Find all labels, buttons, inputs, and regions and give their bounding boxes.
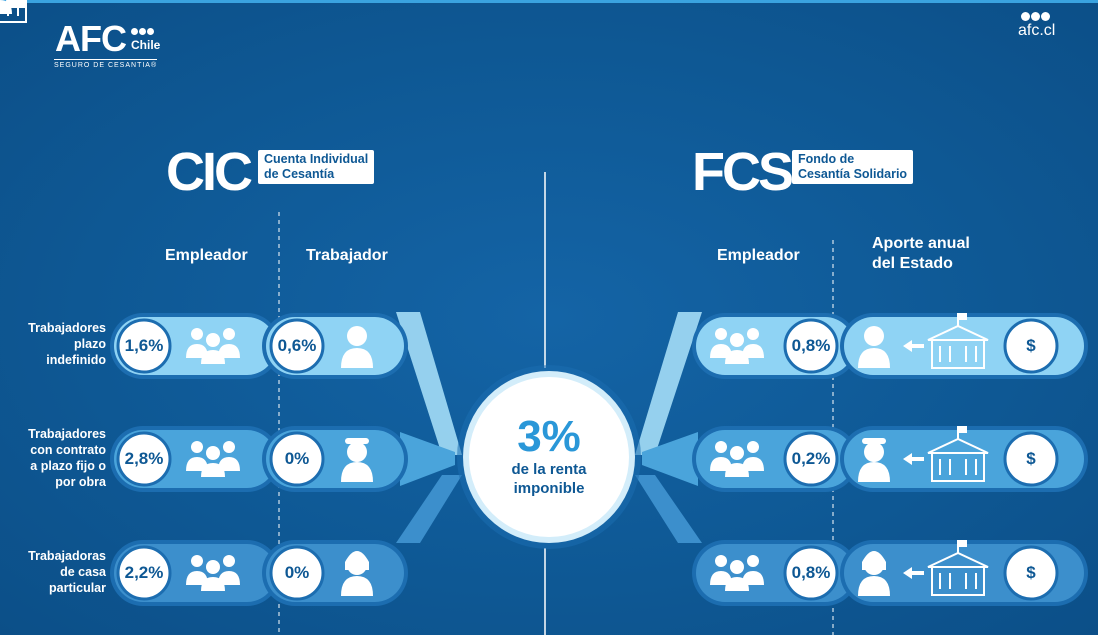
logo-dots-icon	[131, 22, 155, 40]
cic-name-line2: de Cesantía	[264, 167, 335, 181]
fcs-col-state: Aporte anual del Estado	[872, 234, 970, 274]
fcs-subtitle-tag: Fondo de Cesantía Solidario	[792, 150, 914, 184]
row-label-line: Trabajadores	[28, 427, 106, 441]
afc-logo: AFC	[55, 18, 127, 59]
site-url: afc.cl	[1018, 22, 1056, 39]
row-label-line: Trabajadores	[28, 321, 106, 335]
arrow-left-icon	[903, 340, 924, 579]
total-caption-line1: de la renta	[511, 461, 587, 478]
fcs-state-line1: Aporte anual	[872, 235, 970, 252]
row-label-line: de casa	[60, 565, 106, 579]
dollar-icon: $	[1026, 449, 1036, 468]
logo-country: Chile	[131, 38, 161, 52]
fcs-state-line2: del Estado	[872, 255, 953, 272]
cic-col-employer: Empleador	[165, 247, 248, 264]
cic-name-line1: Cuenta Individual	[264, 152, 369, 166]
government-building-icon	[0, 0, 27, 23]
row-label-line: indefinido	[46, 353, 106, 367]
dollar-icon: $	[1026, 336, 1036, 355]
row-label-line: Trabajadoras	[28, 549, 106, 563]
dollar-icon: $	[1026, 563, 1036, 582]
fcs-employer-value: 0,2%	[791, 449, 831, 468]
fcs-title: FCS	[692, 142, 794, 202]
row-label-casa-particular: Trabajadoras de casa particular	[0, 548, 106, 596]
cic-worker-value: 0,6%	[277, 336, 317, 355]
fcs-employer-value: 0,8%	[791, 336, 831, 355]
row-label-line: plazo	[74, 337, 106, 351]
cic-worker-value: 0%	[284, 449, 310, 468]
cic-employer-value: 2,2%	[124, 563, 164, 582]
worker-female-icon	[341, 551, 890, 596]
cic-col-worker: Trabajador	[306, 247, 388, 264]
fcs-name-line1: Fondo de	[798, 152, 855, 166]
row-label-line: por obra	[55, 475, 106, 489]
fcs-employer-value: 0,8%	[791, 563, 831, 582]
cic-title: CIC	[166, 142, 253, 202]
row-label-line: particular	[49, 581, 106, 595]
worker-tie-icon	[341, 326, 890, 368]
total-percent: 3%	[517, 412, 581, 461]
employer-group-icon	[0, 0, 27, 14]
row-label-line: con contrato	[30, 443, 106, 457]
logo-subtitle: SEGURO DE CESANTIA®	[54, 59, 158, 69]
fcs-name-line2: Cesantía Solidario	[798, 167, 908, 181]
cic-worker-value: 0%	[284, 563, 310, 582]
row-label-indefinido: Trabajadores plazo indefinido	[0, 320, 106, 368]
total-caption: de la renta imponible	[473, 460, 625, 498]
worker-helmet-icon	[341, 438, 890, 482]
fcs-col-employer: Empleador	[717, 247, 800, 264]
cic-employer-value: 2,8%	[124, 449, 164, 468]
row-label-plazo-fijo: Trabajadores con contrato a plazo fijo o…	[0, 426, 106, 490]
cic-subtitle-tag: Cuenta Individual de Cesantía	[258, 150, 375, 184]
total-caption-line2: imponible	[513, 480, 585, 497]
row-label-line: a plazo fijo o	[30, 459, 106, 473]
cic-employer-value: 1,6%	[124, 336, 164, 355]
site-dots-icon	[1021, 8, 1051, 26]
